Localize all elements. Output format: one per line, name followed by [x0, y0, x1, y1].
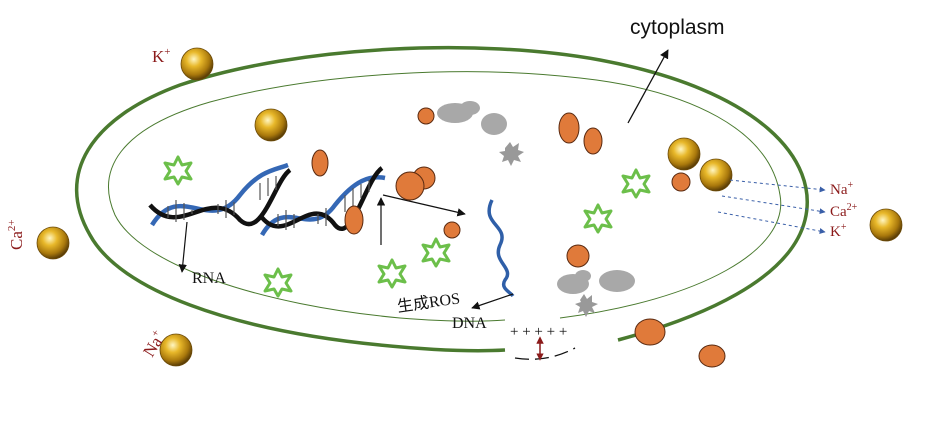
ros-star-icon [377, 258, 407, 289]
ros-star-icon [263, 267, 293, 298]
ion-label-ca-efflux: Ca2+ [830, 202, 858, 220]
ion-label-na-efflux: Na+ [830, 180, 854, 198]
rna-label: RNA [192, 270, 226, 287]
gold-nanoparticle-icon [36, 226, 70, 260]
gray-debris-icon [437, 101, 635, 317]
ion-label-k-efflux: K+ [830, 222, 847, 240]
gold-nanoparticle-icon [180, 47, 214, 81]
ion-efflux-arrows [717, 179, 826, 234]
rna-arrow [178, 221, 188, 273]
ion-label-k-outside: K+ [152, 46, 171, 66]
gold-nanoparticle-icon [254, 108, 288, 142]
damaged-dna-strand-icon [487, 199, 515, 298]
ros-label: 生成ROS [396, 289, 461, 316]
dna-helix-icon [258, 166, 386, 237]
cytoplasm-title: cytoplasm [630, 16, 725, 39]
gold-nanoparticle-icon [699, 158, 733, 192]
ros-star-icon [421, 237, 451, 268]
membrane-rupture [514, 347, 576, 360]
gold-nanoparticle-icon [159, 333, 193, 367]
orange-particle-icon [311, 107, 726, 368]
ros-star-icon [163, 155, 193, 186]
gold-nanoparticle-icon [869, 208, 903, 242]
ros-star-icon [621, 168, 651, 199]
ros-star-icon [583, 203, 613, 234]
cytoplasm-pointer-arrow [627, 49, 669, 124]
gold-nanoparticle-icon [667, 137, 701, 171]
dna-helix-icon [148, 162, 292, 227]
membrane-charges: + + + + + [510, 324, 567, 340]
ion-label-ca-outside: Ca2+ [6, 219, 26, 250]
dna-output-arrow [471, 293, 514, 310]
dna-damage-arrow [382, 194, 466, 217]
inner-membrane [108, 71, 782, 322]
dna-label: DNA [452, 315, 487, 332]
outer-membrane [74, 45, 809, 353]
